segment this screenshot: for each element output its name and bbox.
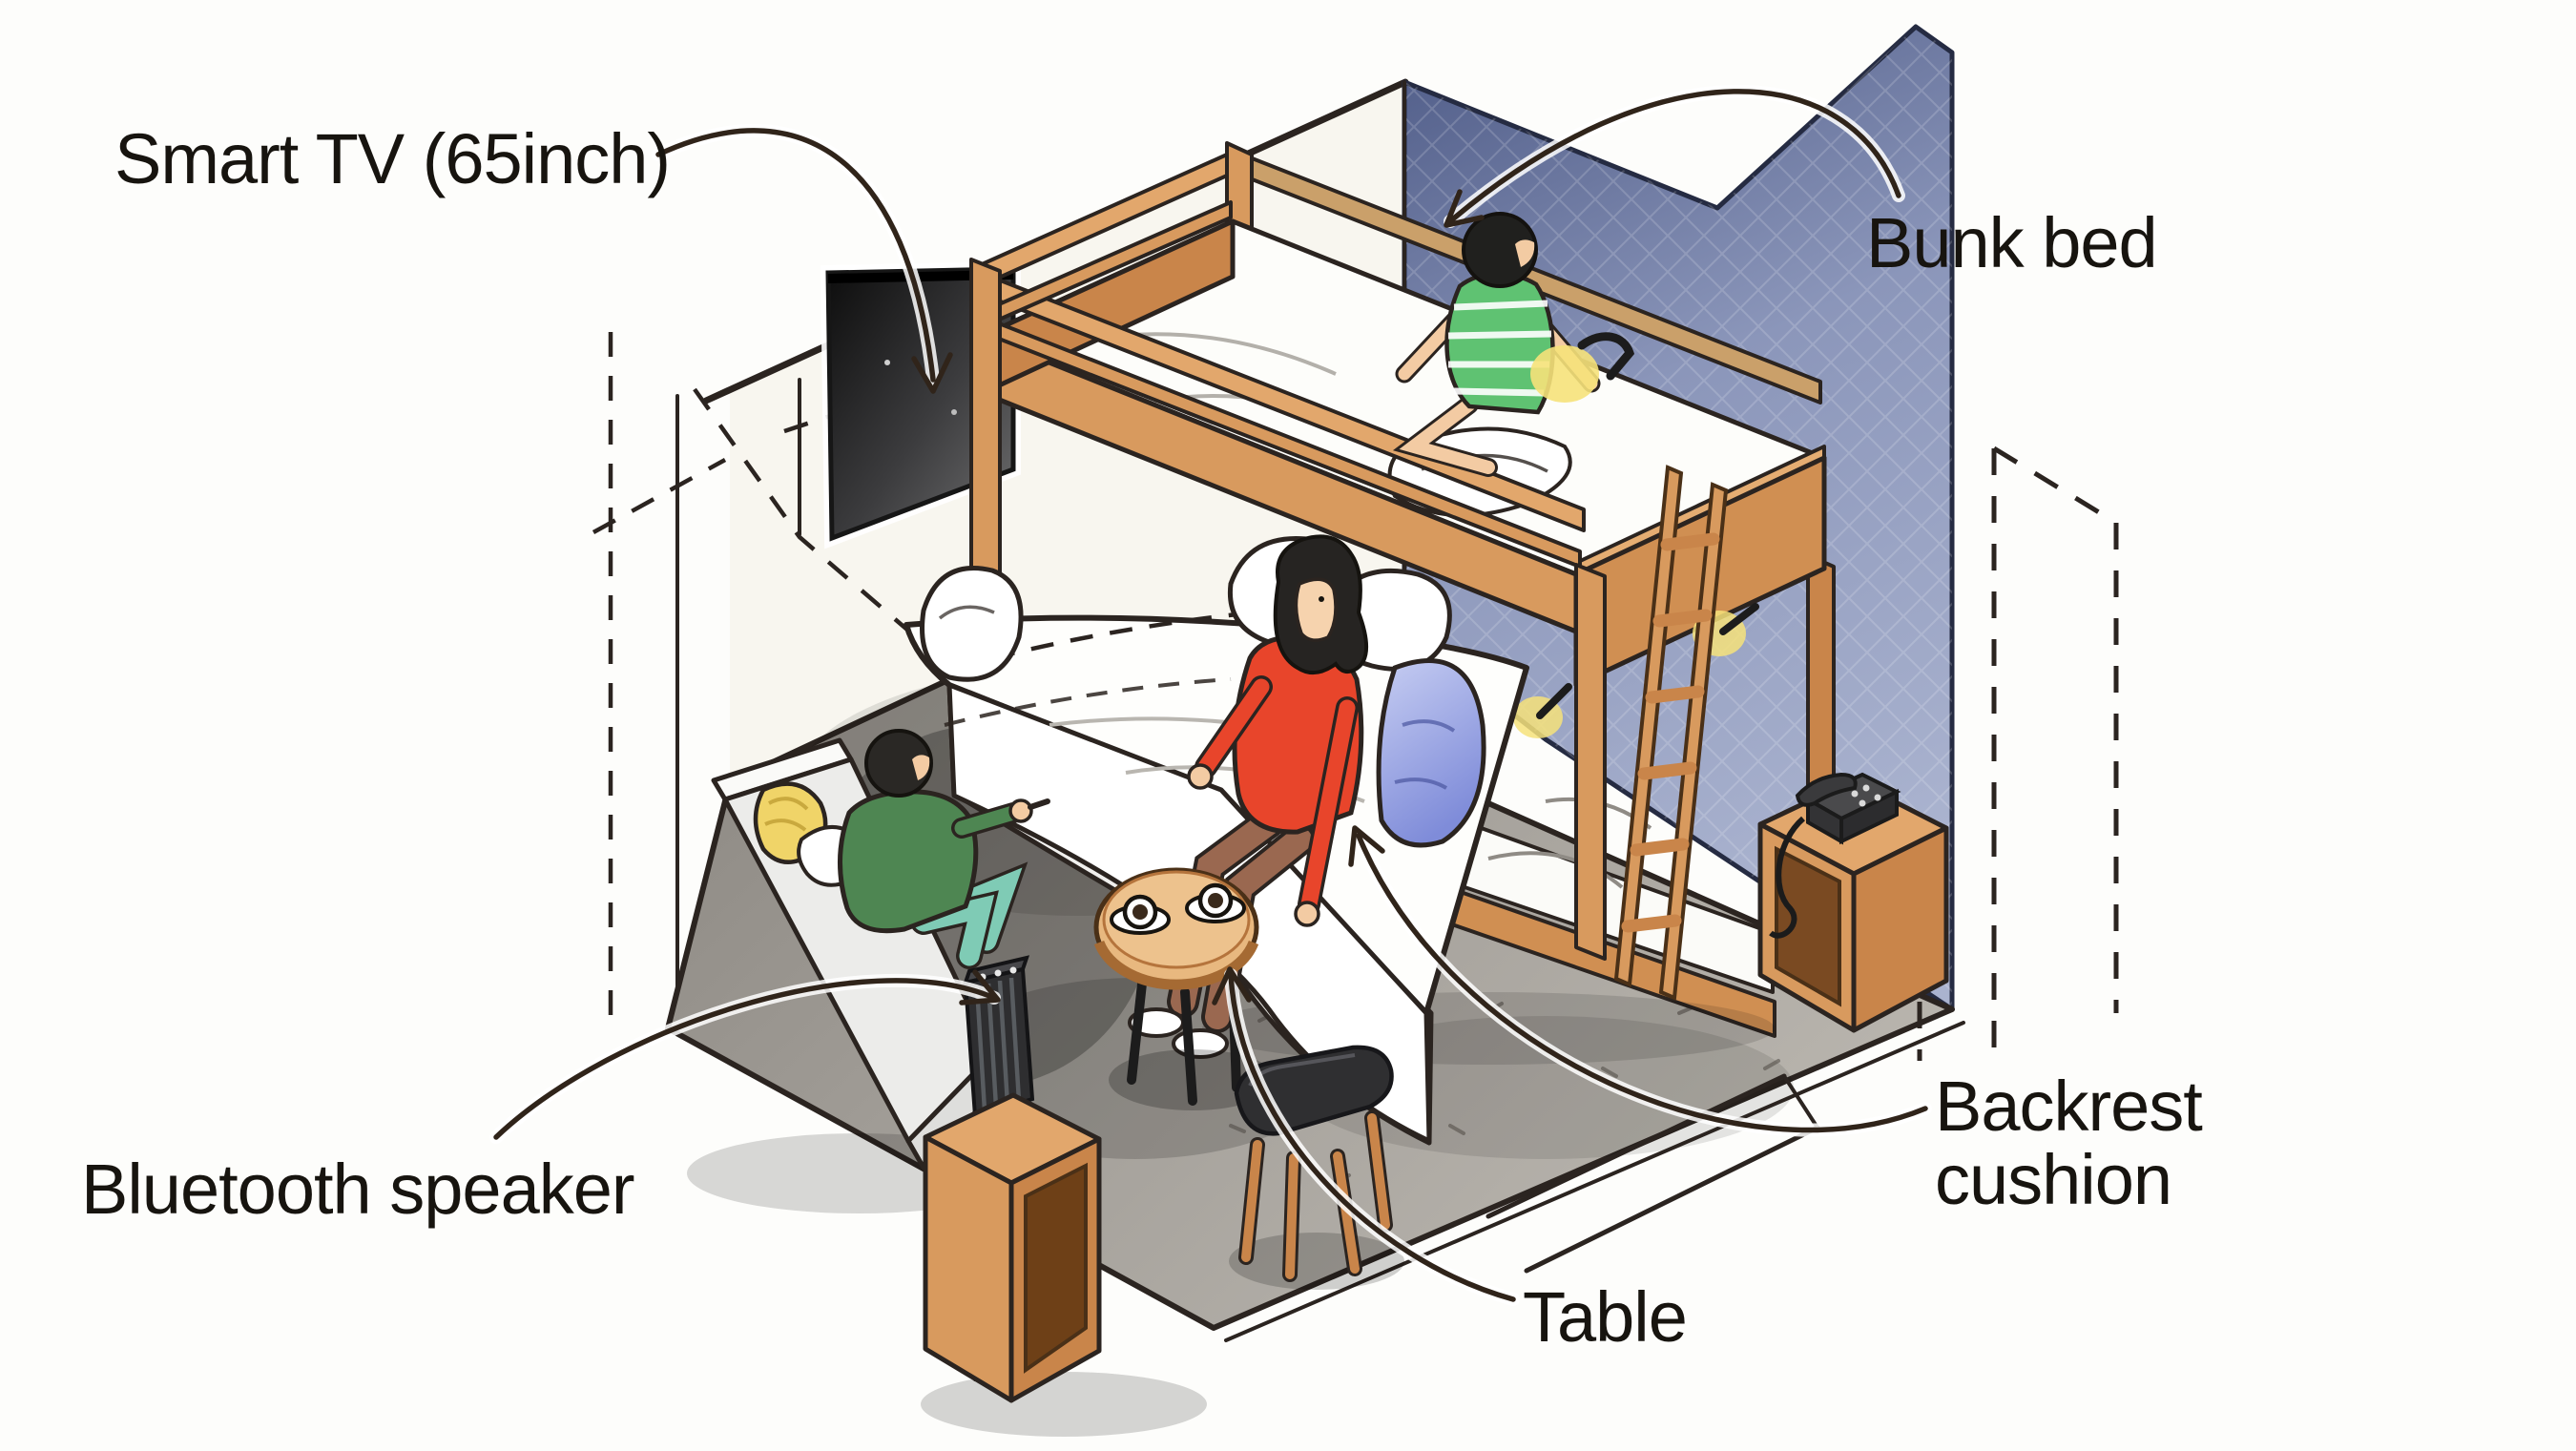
smart-tv [820,260,1021,549]
arrow-backrest-cushion [1348,825,1932,1137]
backrest-cushion [1376,658,1486,848]
arrow-bunk-bed [1444,84,1905,228]
label-smart-tv: Smart TV (65inch) [114,119,670,198]
man-sitting [837,729,1050,969]
callout-labels: Smart TV (65inch) Bunk bed Bluetooth spe… [81,119,2204,1357]
coffee-cups [1110,882,1246,935]
speaker-cabinet [921,955,1207,1437]
label-bunk-bed: Bunk bed [1866,203,2157,282]
label-table: Table [1523,1277,1687,1357]
label-backrest-cushion-line1: Backrest [1935,1067,2203,1146]
bluetooth-speaker [962,955,1035,1119]
label-backrest-cushion-line2: cushion [1935,1140,2171,1219]
telephone [1769,772,1901,939]
arrow-smart-tv [652,124,953,394]
arrow-bluetooth-speaker [489,969,1001,1144]
reading-lamp-top [1530,332,1635,403]
arrow-table [1212,966,1520,1306]
nightstand [1757,772,1949,1033]
annotation-arrows [489,84,1932,1306]
ladder [1613,465,1729,1001]
label-bluetooth-speaker: Bluetooth speaker [81,1150,634,1229]
sofa [687,737,1030,1213]
round-table [1093,867,1277,1110]
door-threshold [1485,1073,1820,1274]
